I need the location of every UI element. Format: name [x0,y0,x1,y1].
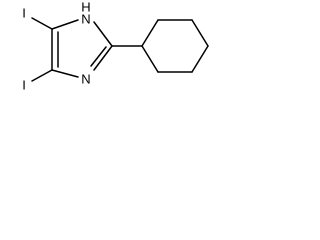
bond-c4-i [31,17,53,30]
bond-c2-n3 [93,45,113,71]
bond-cy-3 [191,19,209,47]
atom-iodine-bottom: I [22,77,26,92]
bond-cy-1 [141,19,159,47]
bond-cy-6 [141,45,159,73]
atom-n-top: N [81,11,90,26]
bond-c5-i [31,69,53,82]
bond-c2-n3-double [90,46,107,67]
atom-iodine-top: I [22,5,26,20]
atom-n-bottom: N [81,71,90,86]
bond-n3-c5 [51,69,79,78]
structure-canvas: I I H N N [0,0,222,103]
bond-n1-c2 [93,21,113,47]
bond-c4-n1 [51,19,79,30]
chemical-structure: I I H N N [22,0,209,92]
bond-cy-4 [191,45,209,73]
atom-nh-hydrogen: H [81,0,90,14]
